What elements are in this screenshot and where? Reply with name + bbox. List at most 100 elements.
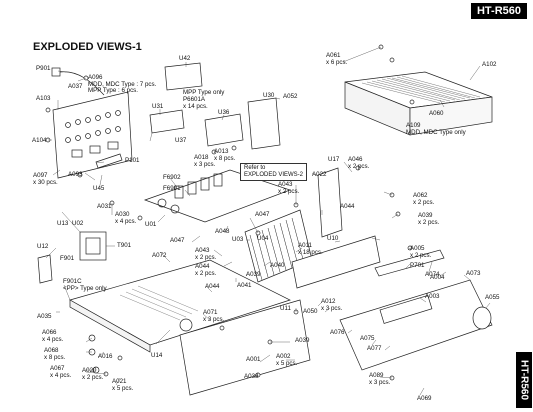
callout-a001: A001 (246, 356, 260, 364)
callout-f6901: F6901 (163, 185, 181, 193)
callout-note1: <PP> Type only (63, 284, 107, 292)
callout-p101: P101 (125, 157, 140, 165)
callout-code: P101 (125, 157, 140, 164)
front-panel-a003 (339, 279, 493, 371)
callout-code: A096 (88, 74, 103, 81)
power-plug (51, 67, 61, 77)
callout-f901c: F901C<PP> Type only (63, 278, 107, 292)
model-label-side: HT-R560 (516, 352, 532, 408)
callout-code: A072 (152, 252, 167, 259)
callout-qty: x 2 pcs. (82, 373, 104, 381)
callout-code: A041 (237, 282, 252, 289)
callout-code: A097 (33, 172, 48, 179)
callout-u10: U10 (327, 235, 338, 243)
callout-code: A011 (298, 242, 312, 249)
callout-code: MPP Type only (183, 89, 225, 96)
callout-code: A031 (97, 203, 112, 210)
callout-qty: x 14 pcs. (183, 102, 208, 110)
callout-code: U31 (152, 103, 164, 110)
callout-t901: T901 (117, 242, 131, 250)
callout-code: U17 (328, 156, 340, 163)
callout-code: A077 (367, 345, 382, 352)
callout-code: U04 (257, 235, 269, 242)
callout-code: A103 (36, 95, 51, 102)
callout-code: A068 (44, 347, 59, 354)
callout-code: A039 (295, 337, 310, 344)
callout-u01: U01 (145, 221, 156, 229)
callout-qty: x 3 pcs. (203, 315, 225, 323)
foot-a066 (88, 334, 96, 342)
callout-note2: MPP Type : 6 pcs. (88, 87, 138, 95)
callout-a039d: A039 (244, 373, 258, 381)
callout-qty: x 8 pcs. (44, 353, 66, 361)
board-u36 (204, 113, 244, 147)
callout-a031: A031 (97, 203, 112, 211)
callout-u12: U12 (37, 243, 49, 251)
callout-code: U12 (37, 243, 49, 250)
main-board-u01 (143, 169, 292, 223)
callout-qty: x 6 pcs. (326, 58, 348, 66)
callout-qty: x 3 pcs. (321, 304, 343, 312)
callout-qty: x 2 pcs. (348, 162, 370, 170)
callout-a073: A073 (466, 270, 480, 278)
callout-code: U02 (72, 220, 84, 227)
callout-code: P901 (36, 65, 51, 72)
callout-code: A030 (115, 211, 130, 218)
callout-code: A044 (195, 263, 210, 270)
callout-u36: U36 (218, 109, 229, 117)
callout-a048: A048 (215, 228, 229, 236)
heatsink-fins (249, 217, 305, 281)
callout-u14: U14 (151, 352, 162, 360)
callout-code: U45 (93, 185, 105, 192)
callout-u02: U02 (72, 220, 84, 228)
plate-a074 (374, 249, 445, 277)
callout-code: A055 (485, 294, 500, 301)
callout-a052: A052 (283, 93, 297, 101)
callout-mpp: MPP Type only (183, 89, 225, 97)
callout-qty: x 30 pcs. (33, 178, 58, 186)
callout-code: A047 (255, 211, 270, 218)
callout-a077: A077 (367, 345, 382, 353)
callout-code: P701 (410, 262, 425, 269)
board-p101 (95, 153, 123, 169)
callout-u45: U45 (93, 185, 105, 193)
callout-code: A067 (50, 365, 65, 372)
callout-code: A076 (330, 329, 345, 336)
callout-code: U30 (263, 92, 275, 99)
callout-code: A046 (348, 156, 363, 163)
callout-code: A013 (214, 148, 229, 155)
callout-qty: x 2 pcs. (410, 251, 432, 259)
callout-code: U13 (57, 220, 69, 227)
shield-u12 (37, 254, 53, 284)
callout-a104: A104 (32, 137, 47, 145)
callout-a074: A074 (425, 271, 439, 279)
callout-code: A039 (246, 271, 261, 278)
callout-u42: U42 (179, 55, 190, 63)
callout-code: A002 (276, 353, 291, 360)
top-cover-vents (361, 75, 481, 104)
callout-u03: U03 (232, 236, 243, 244)
callout-a075: A075 (360, 335, 374, 343)
callout-qty: x 2 pcs. (418, 218, 440, 226)
callout-code: A104 (32, 137, 47, 144)
rear-panel-a093 (52, 91, 133, 179)
front-board-u10 (291, 235, 381, 289)
callout-code: A018 (194, 154, 209, 161)
model-label-top: HT-R560 (470, 3, 527, 19)
callout-code: A039 (418, 212, 433, 219)
board-u31 (149, 109, 185, 134)
callout-p901: P901 (36, 65, 51, 73)
